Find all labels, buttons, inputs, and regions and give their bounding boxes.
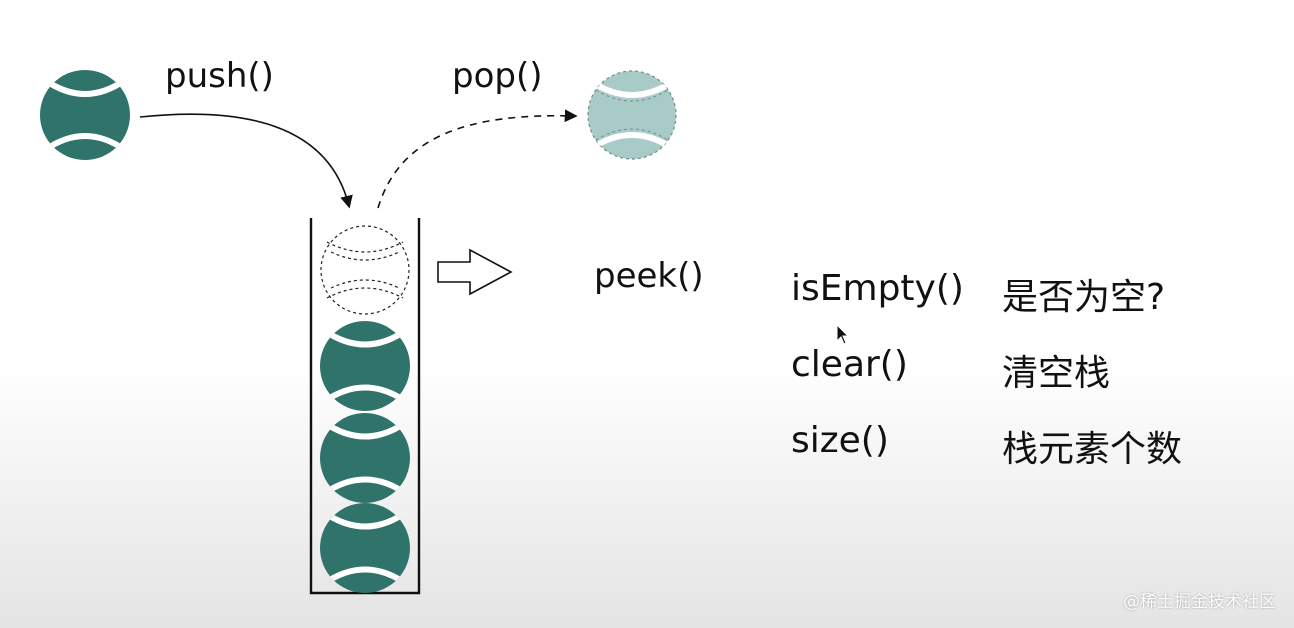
- pop-label: pop(): [452, 56, 543, 96]
- push-label: push(): [165, 56, 274, 96]
- mouse-pointer-icon: [836, 324, 850, 345]
- stack-ball: [320, 321, 410, 411]
- method-description: 栈元素个数: [1002, 429, 1183, 470]
- stack-ball: [320, 413, 410, 503]
- popped-ball: [587, 70, 677, 160]
- stack-ball: [320, 503, 410, 593]
- push-arrow: [139, 113, 353, 209]
- push-ball: [40, 70, 130, 160]
- method-description: 清空栈: [1002, 353, 1111, 394]
- method-description: 是否为空?: [1002, 277, 1166, 318]
- method-name: isEmpty(): [791, 268, 964, 309]
- hollow-arrow-right-icon: [437, 248, 513, 296]
- pop-arrow: [377, 109, 578, 209]
- method-name: size(): [791, 420, 889, 461]
- stack-placeholder-ball: [320, 225, 410, 315]
- watermark: @稀土掘金技术社区: [1123, 592, 1276, 612]
- method-name: clear(): [791, 344, 908, 385]
- peek-label: peek(): [594, 256, 704, 296]
